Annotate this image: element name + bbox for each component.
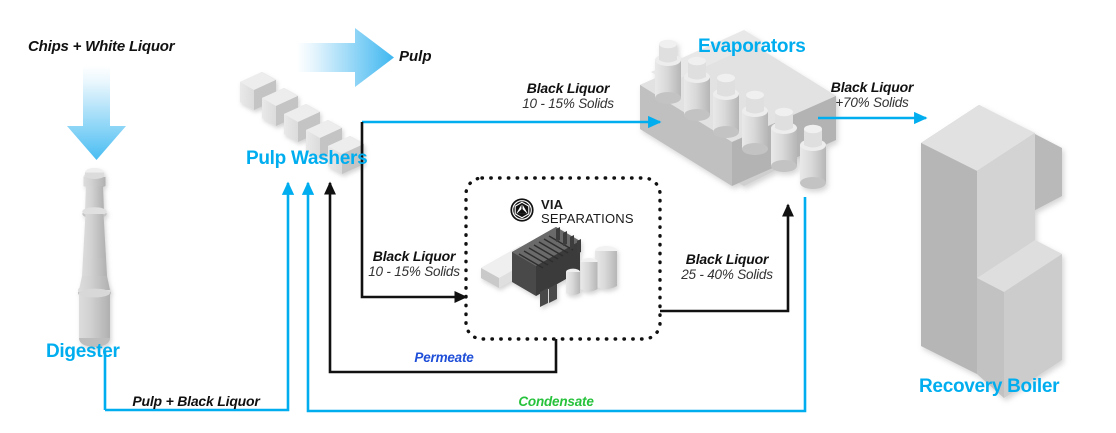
pulp-output-label: Pulp xyxy=(399,48,432,65)
chips-input-label: Chips + White Liquor xyxy=(28,38,175,55)
chips-input-arrow xyxy=(67,66,126,160)
evaporators-label: Evaporators xyxy=(698,36,806,57)
stream-label-condensate: Condensate xyxy=(518,394,594,409)
stream-title: Black Liquor xyxy=(526,80,610,96)
evaporators-equipment xyxy=(640,30,836,189)
via-logo-line2: SEPARATIONS xyxy=(541,211,634,226)
stream-label-bl-to-evaporators: Black Liquor 10 - 15% Solids xyxy=(522,80,614,111)
stream-label-permeate: Permeate xyxy=(414,350,474,365)
stream-subtitle: 10 - 15% Solids xyxy=(522,96,614,111)
stream-subtitle: 10 - 15% Solids xyxy=(368,264,460,279)
flow-digester-to-washers xyxy=(105,181,295,412)
flow-permeate-return xyxy=(324,181,558,374)
via-equipment-illustration xyxy=(481,227,617,307)
flow-condensate-return xyxy=(301,181,807,413)
via-logo-line1: VIA xyxy=(541,197,564,212)
stream-subtitle: 25 - 40% Solids xyxy=(681,267,773,282)
recovery-boiler-equipment xyxy=(921,105,1062,398)
recovery-boiler-label: Recovery Boiler xyxy=(919,376,1060,397)
stream-label-bl-to-via: Black Liquor 10 - 15% Solids xyxy=(368,248,460,279)
stream-title: Black Liquor xyxy=(830,79,914,95)
stream-subtitle: +70% Solids xyxy=(835,95,909,110)
stream-label-pulp-black-liquor: Pulp + Black Liquor xyxy=(132,393,260,409)
via-separations-boundary xyxy=(464,176,662,341)
stream-label-bl-to-boiler: Black Liquor +70% Solids xyxy=(830,79,914,110)
stream-title: Black Liquor xyxy=(372,248,456,264)
flow-washers-to-via xyxy=(360,122,468,303)
pulp-washers-label: Pulp Washers xyxy=(246,148,368,169)
stream-label-bl-via-out: Black Liquor 25 - 40% Solids xyxy=(681,251,773,282)
digester-equipment xyxy=(78,167,111,347)
stream-title: Black Liquor xyxy=(685,251,769,267)
pulp-output-arrow xyxy=(297,28,394,87)
via-logo-icon xyxy=(510,198,534,222)
pulp-washers-equipment xyxy=(240,72,364,174)
flow-via-to-evaporators xyxy=(660,203,794,313)
digester-label: Digester xyxy=(46,341,120,362)
